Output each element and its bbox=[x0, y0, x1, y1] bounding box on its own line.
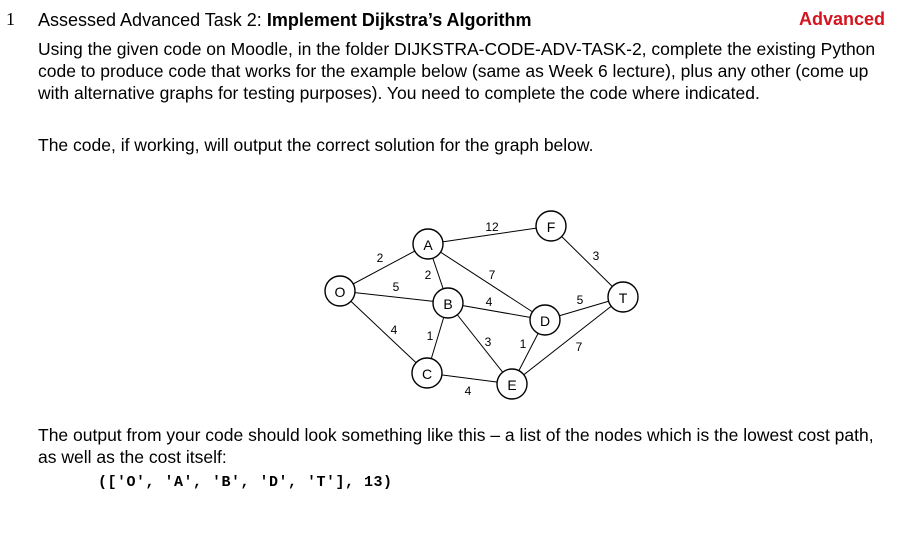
node-e: E bbox=[496, 368, 528, 400]
intro-paragraph: Using the given code on Moodle, in the f… bbox=[38, 39, 876, 103]
node-t: T bbox=[607, 281, 639, 313]
node-c: C bbox=[411, 357, 443, 389]
node-d: D bbox=[529, 304, 561, 336]
node-circle bbox=[607, 281, 639, 313]
edge-e-t bbox=[511, 296, 624, 385]
weight-c-e: 4 bbox=[465, 384, 472, 398]
question-number: 1 bbox=[6, 9, 15, 29]
node-circle bbox=[529, 304, 561, 336]
weight-o-b: 5 bbox=[393, 280, 400, 294]
weight-a-f: 12 bbox=[485, 220, 499, 234]
weight-o-a: 2 bbox=[377, 251, 384, 265]
weight-b-c: 1 bbox=[427, 329, 434, 343]
node-circle bbox=[432, 287, 464, 319]
question-title-bold: Implement Dijkstra’s Algorithm bbox=[266, 10, 532, 30]
graph-weights: 2 5 4 2 7 12 1 4 3 4 1 5 7 3 bbox=[377, 220, 600, 398]
weight-a-d: 7 bbox=[489, 268, 496, 282]
node-b: B bbox=[432, 287, 464, 319]
node-label: T bbox=[619, 290, 628, 306]
node-label: F bbox=[547, 219, 556, 235]
weight-o-c: 4 bbox=[391, 323, 398, 337]
node-circle bbox=[535, 210, 567, 242]
node-label: C bbox=[422, 366, 432, 382]
node-circle bbox=[496, 368, 528, 400]
edge-b-e bbox=[447, 302, 513, 385]
question-title-prefix: Assessed Advanced Task 2: bbox=[38, 10, 267, 30]
graph-nodes: O A B C D E F T bbox=[324, 210, 639, 400]
weight-b-e: 3 bbox=[485, 335, 492, 349]
node-label: D bbox=[540, 313, 550, 329]
node-circle bbox=[324, 275, 356, 307]
node-o: O bbox=[324, 275, 356, 307]
node-label: B bbox=[443, 296, 452, 312]
weight-b-d: 4 bbox=[486, 295, 493, 309]
question-title: Assessed Advanced Task 2: Implement Dijk… bbox=[38, 10, 888, 31]
edge-o-c bbox=[339, 290, 428, 374]
edge-b-d bbox=[447, 302, 546, 321]
weight-f-t: 3 bbox=[593, 249, 600, 263]
weight-d-t: 5 bbox=[577, 293, 584, 307]
node-a: A bbox=[412, 228, 444, 260]
weight-e-t: 7 bbox=[576, 340, 583, 354]
node-f: F bbox=[535, 210, 567, 242]
node-label: O bbox=[335, 284, 346, 300]
node-circle bbox=[411, 357, 443, 389]
edge-a-d bbox=[427, 243, 546, 321]
node-label: E bbox=[507, 377, 516, 393]
edge-f-t bbox=[550, 225, 624, 298]
edge-a-f bbox=[427, 225, 552, 245]
solution-note: The code, if working, will output the co… bbox=[38, 135, 594, 155]
weight-d-e: 1 bbox=[520, 337, 527, 351]
node-circle bbox=[412, 228, 444, 260]
edge-o-a bbox=[339, 243, 429, 292]
node-label: A bbox=[423, 237, 433, 253]
difficulty-level: Advanced bbox=[798, 9, 885, 29]
expected-output-code: (['O', 'A', 'B', 'D', 'T'], 13) bbox=[98, 474, 393, 491]
edge-o-b bbox=[339, 290, 449, 304]
weight-a-b: 2 bbox=[425, 268, 432, 282]
output-note: The output from your code should look so… bbox=[38, 425, 874, 467]
